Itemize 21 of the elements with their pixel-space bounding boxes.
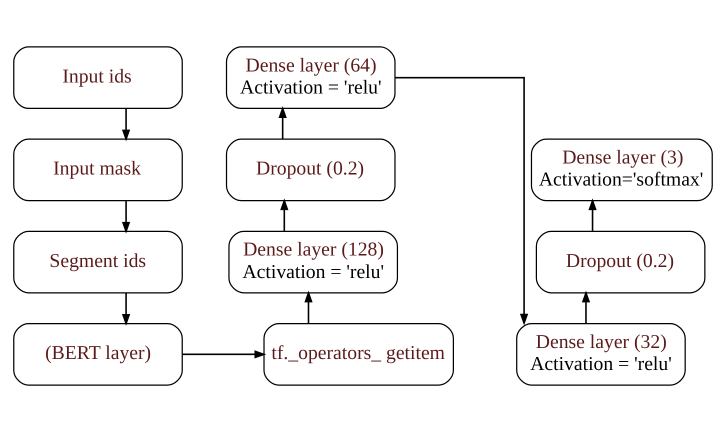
arrow (122, 108, 130, 141)
node-box: Dense layer (64) Activation = 'relu' (226, 46, 396, 109)
node-box: Dense layer (128) Activation = 'relu' (228, 230, 398, 293)
node-box: Dropout (0.2) (226, 138, 396, 201)
node-box: Input ids (13, 46, 183, 109)
node-box: Input mask (13, 138, 183, 201)
arrow (280, 198, 288, 230)
arrow (182, 350, 266, 358)
node-box: Segment ids (13, 230, 183, 293)
arrow (278, 106, 287, 138)
node-box: Dropout (0.2) (536, 230, 706, 293)
arrow (304, 290, 313, 323)
arrow (588, 198, 597, 230)
arrow (395, 76, 528, 326)
node-box: Dense layer (32) Activation = 'relu' (516, 322, 686, 386)
arrow (122, 292, 130, 326)
node-box: Dense layer (3) Activation='softmax' (530, 138, 713, 201)
arrow (582, 290, 590, 323)
node-box: tf._operators_ getitem (263, 322, 454, 386)
arrow (122, 200, 130, 234)
node-box: (BERT layer) (13, 322, 183, 386)
